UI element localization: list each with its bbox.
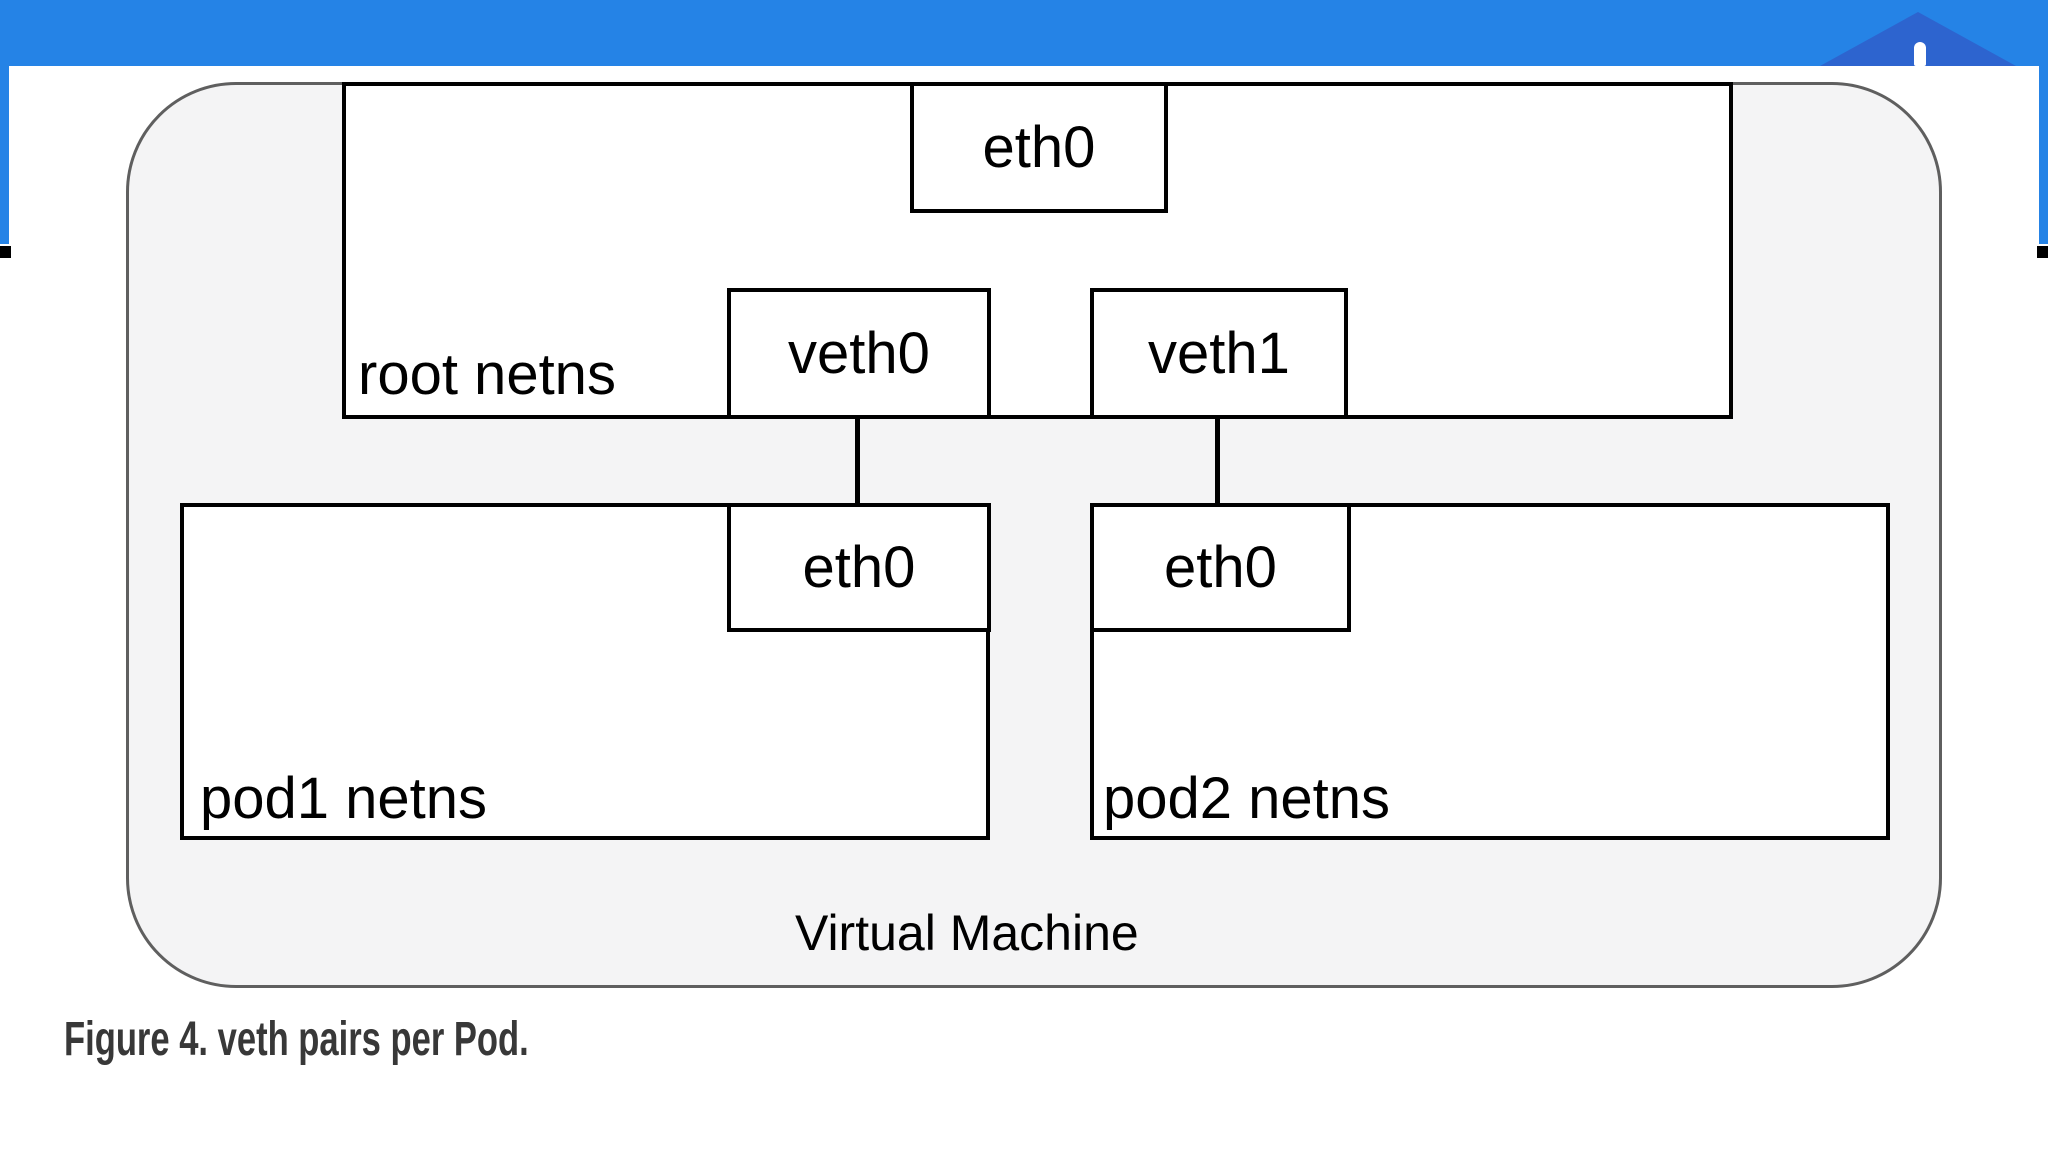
pod1-eth0-label: eth0 [802, 534, 916, 600]
root-netns-label: root netns [358, 342, 616, 407]
veth1-pod2-connector [1215, 419, 1220, 504]
right-edge-mark [2037, 246, 2048, 258]
left-edge-mark [0, 246, 11, 258]
site-header-bar [0, 0, 2048, 66]
veth1-label: veth1 [1148, 320, 1290, 386]
veth0-label: veth0 [788, 320, 930, 386]
veth1-box: veth1 [1090, 288, 1348, 419]
right-edge-strip [2039, 66, 2048, 244]
root-eth0-box: eth0 [910, 82, 1168, 213]
veth0-box: veth0 [727, 288, 991, 419]
pod1-netns-label: pod1 netns [200, 766, 488, 831]
pod2-netns-label: pod2 netns [1103, 766, 1391, 831]
pod2-eth0-box: eth0 [1090, 503, 1351, 632]
house-icon-mark [1914, 42, 1926, 66]
veth0-pod1-connector [855, 419, 860, 504]
figure-caption: Figure 4. veth pairs per Pod. [64, 1013, 529, 1066]
pod1-eth0-box: eth0 [727, 503, 991, 632]
pod2-eth0-label: eth0 [1164, 534, 1277, 600]
vm-label: Virtual Machine [795, 905, 1139, 961]
left-edge-strip [0, 66, 9, 244]
root-eth0-label: eth0 [982, 114, 1096, 180]
